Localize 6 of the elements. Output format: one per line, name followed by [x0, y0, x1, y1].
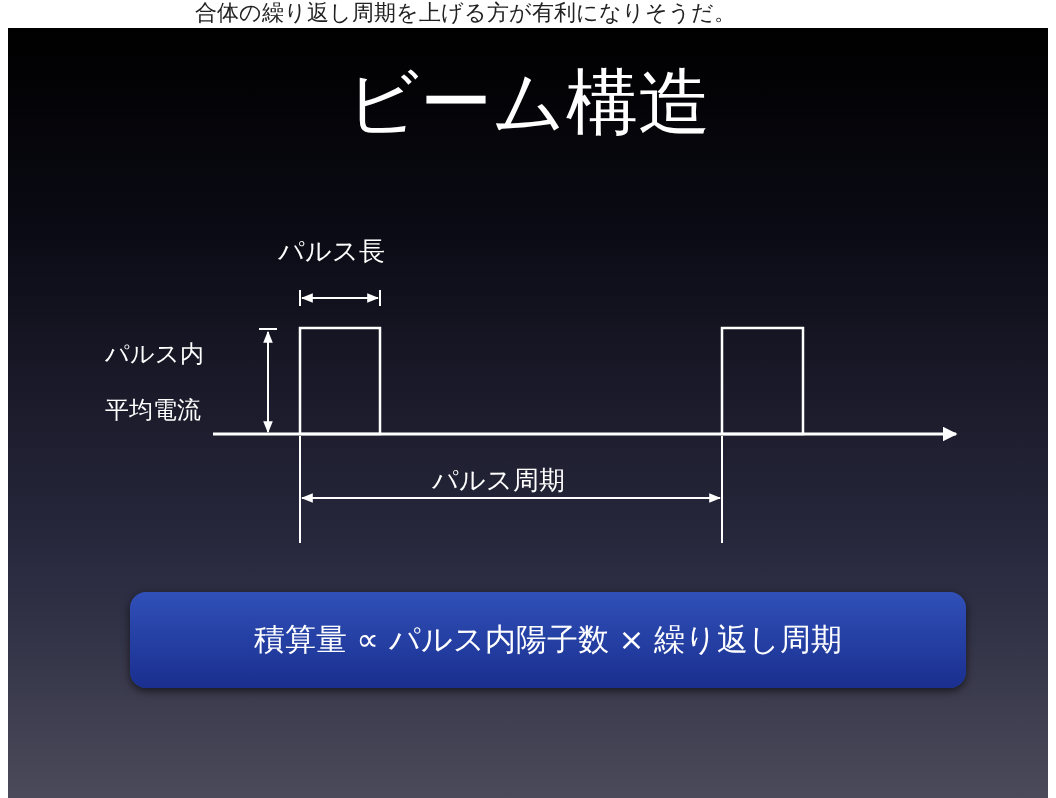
dimension-label: パルス内平均電流	[105, 339, 205, 426]
dimension-label: パルス長	[278, 235, 385, 268]
formula-box: 積算量 ∝ パルス内陽子数 × 繰り返し周期	[130, 592, 966, 688]
slide-title: ビーム構造	[345, 59, 711, 146]
note-text: 合体の繰り返し周期を上げる方が有利になりそうだ。	[195, 0, 736, 26]
dimension-label: パルス周期	[432, 464, 565, 497]
